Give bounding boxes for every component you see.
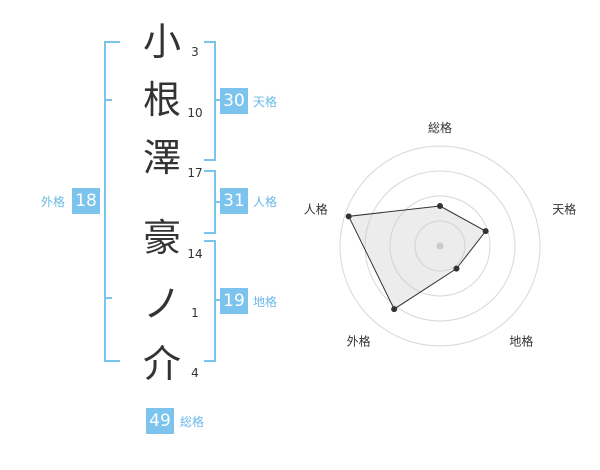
radar-point [345, 213, 352, 220]
jinkaku-value-badge: 31 [220, 188, 248, 214]
radar-axis-label: 人格 [304, 202, 328, 217]
bracket-tick [215, 99, 223, 101]
radar-axis-label: 天格 [552, 202, 576, 217]
chikaku-bracket [204, 240, 216, 362]
bracket-tick [104, 99, 112, 101]
jinkaku-label: 人格 [253, 195, 278, 209]
name-char-4: 豪 [142, 216, 181, 260]
stroke-count-1: 3 [191, 45, 199, 59]
chikaku-value-badge: 19 [220, 288, 248, 314]
gaikaku-value-badge: 18 [72, 188, 100, 214]
chikaku-label: 地格 [253, 295, 278, 309]
radar-ring [364, 170, 516, 322]
radar-axis-label: 地格 [509, 333, 533, 348]
radar-ring [414, 220, 466, 272]
stroke-count-6: 4 [191, 366, 199, 380]
radar-axis-label: 外格 [347, 333, 371, 348]
tenkaku-label: 天格 [253, 95, 278, 109]
soukaku-label: 総格 [180, 415, 205, 429]
name-char-6: 介 [142, 342, 181, 386]
radar-point [453, 265, 460, 272]
gaikaku-bracket [104, 41, 120, 362]
name-char-1: 小 [142, 20, 181, 64]
tenkaku-value-badge: 30 [220, 88, 248, 114]
stroke-count-3: 17 [187, 166, 203, 180]
name-char-2: 根 [142, 78, 181, 122]
tenkaku-bracket [204, 41, 216, 161]
gaikaku-label: 外格 [41, 195, 66, 209]
radar-point [391, 306, 398, 313]
bracket-tick [215, 201, 223, 203]
radar-center-dot [436, 242, 444, 250]
name-char-5: ノ [142, 282, 181, 326]
radar-point [482, 228, 489, 235]
radar-ring [339, 145, 541, 347]
radar-axis-label: 総格 [428, 120, 452, 135]
radar-ring [389, 195, 491, 297]
stroke-count-2: 10 [187, 106, 203, 120]
bracket-tick [215, 299, 223, 301]
radar-point [437, 203, 443, 209]
stroke-count-4: 14 [187, 247, 203, 261]
soukaku-value-badge: 49 [146, 408, 174, 434]
stroke-count-5: 1 [191, 306, 199, 320]
name-char-3: 澤 [142, 136, 181, 180]
radar-area [347, 205, 487, 310]
bracket-tick [104, 297, 112, 299]
